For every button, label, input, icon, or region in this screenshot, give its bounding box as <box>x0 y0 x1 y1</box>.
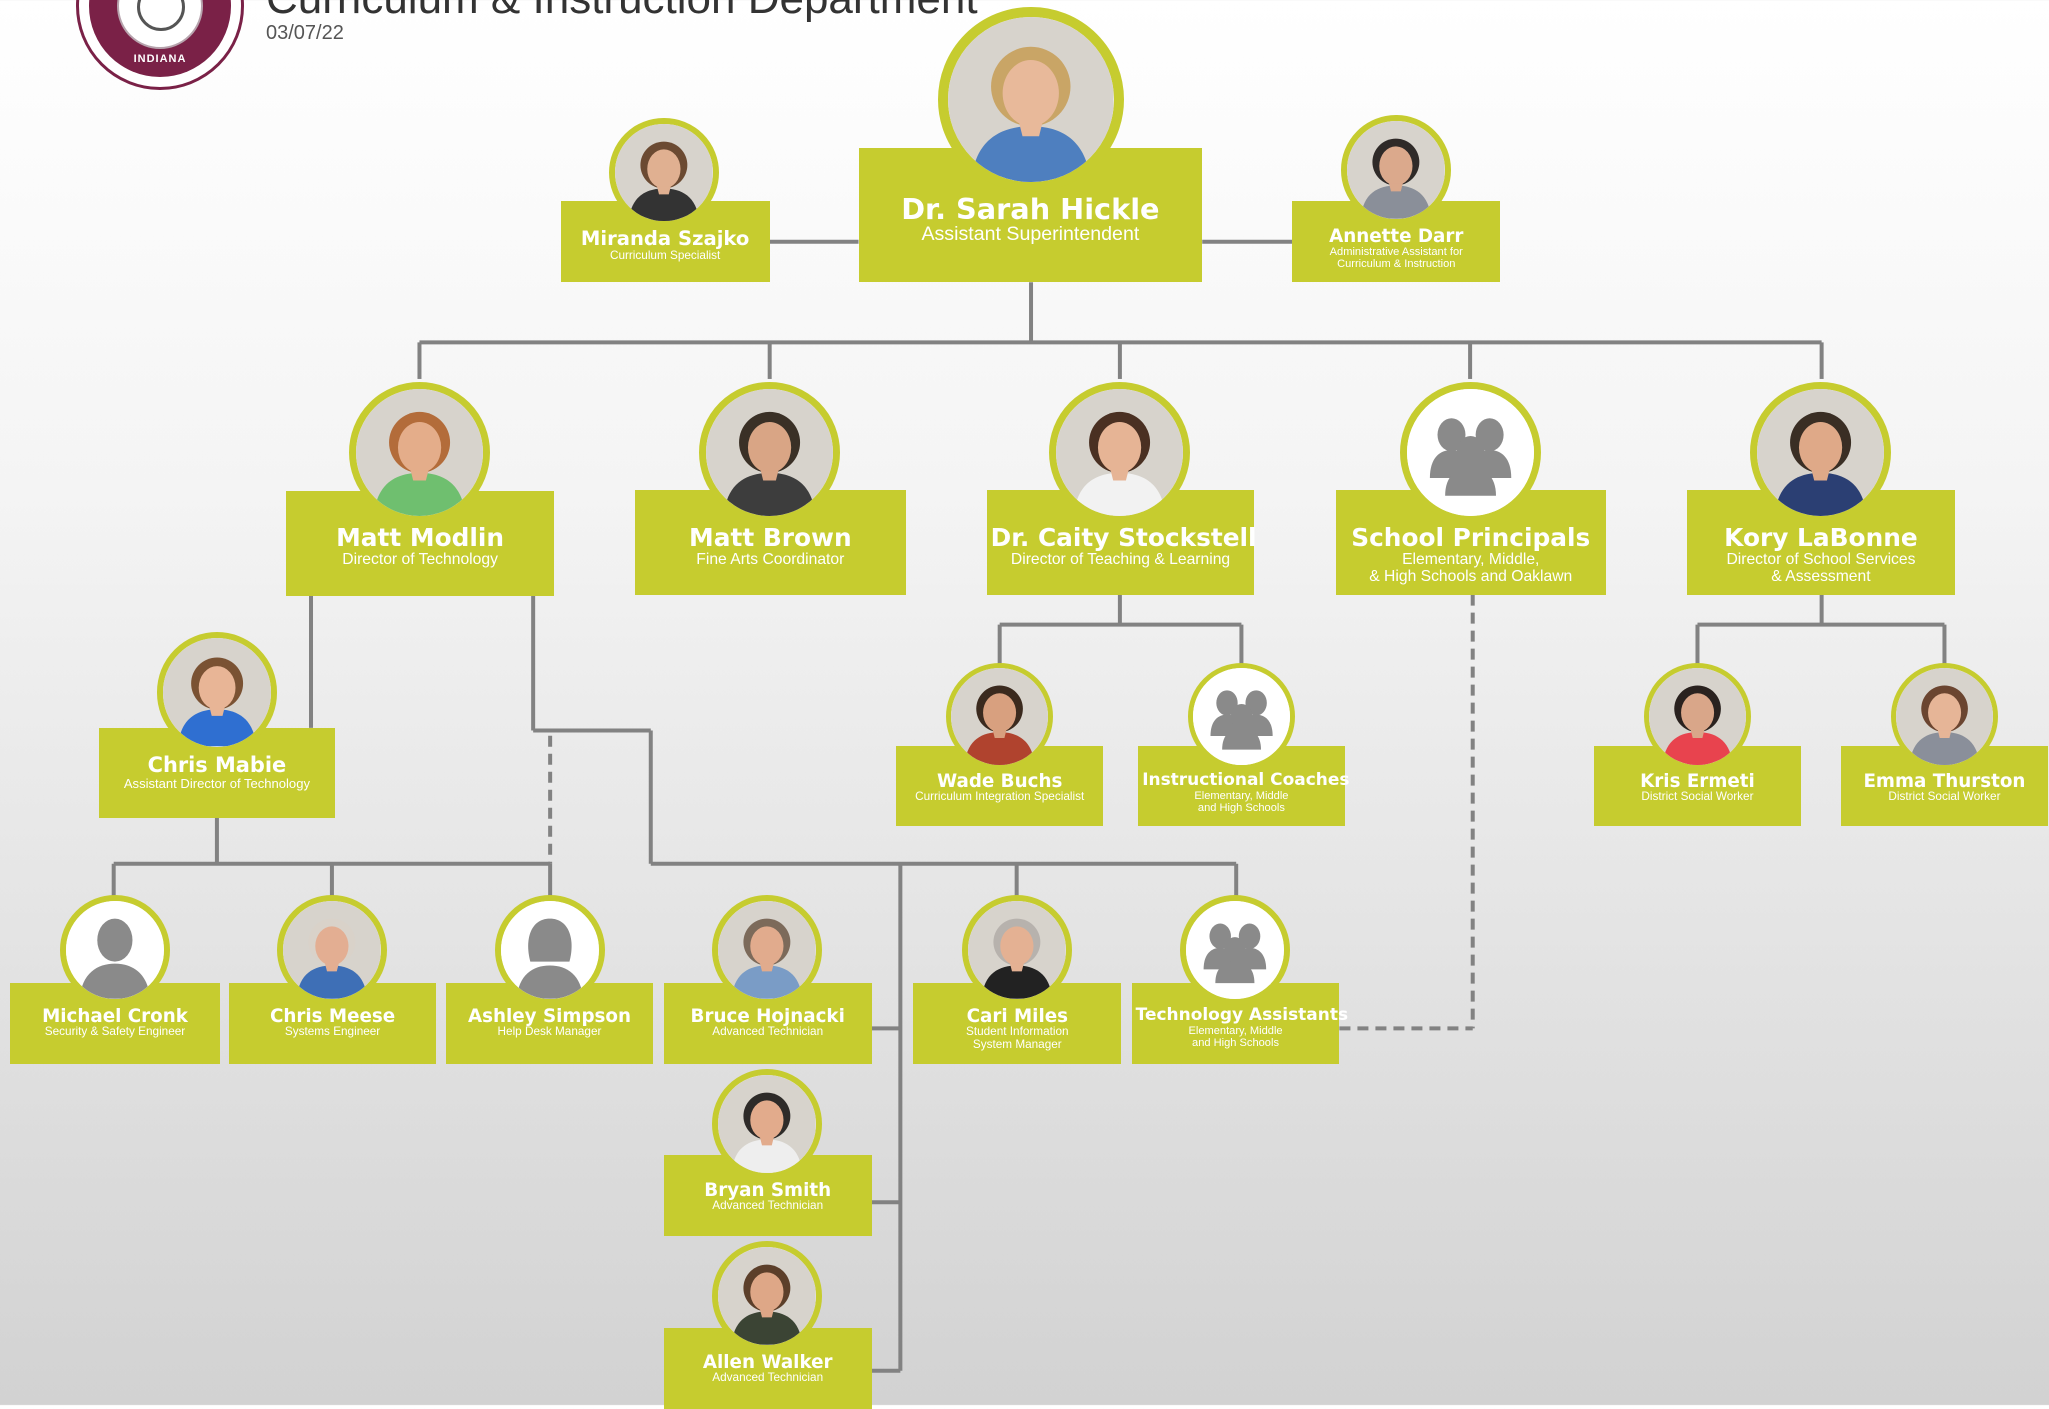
person-role: Security & Safety Engineer <box>44 1025 186 1039</box>
person-photo-icon <box>162 638 272 747</box>
profile-photo-meese <box>277 895 387 1005</box>
person-name: Michael Cronk <box>42 1005 188 1027</box>
person-name: Allen Walker <box>702 1352 833 1374</box>
person-name: Dr. Sarah Hickle <box>901 192 1160 227</box>
person-name: Matt Brown <box>689 522 852 552</box>
person-photo-icon <box>1756 388 1884 516</box>
profile-photo-thurston <box>1890 662 1999 770</box>
profile-photo-smith <box>712 1068 822 1179</box>
male-silhouette-icon <box>66 901 164 999</box>
person-name: Chris Meese <box>269 1005 396 1027</box>
person-name: Bruce Hojnacki <box>690 1005 845 1027</box>
person-name: Kris Ermeti <box>1640 770 1755 792</box>
department-title: Curriculum & Instruction Department <box>266 0 978 24</box>
person-photo-icon <box>1346 120 1445 219</box>
person-role: Fine Arts Coordinator <box>696 550 845 568</box>
person-role: Advanced Technician <box>712 1198 824 1212</box>
seal-state-text: INDIANA <box>133 53 187 65</box>
person-name: Matt Modlin <box>336 522 505 552</box>
profile-photo-buchs <box>946 662 1054 770</box>
profile-photo-principals <box>1399 381 1541 523</box>
person-photo-icon <box>948 16 1114 183</box>
person-photo-icon <box>1895 667 1994 765</box>
profile-photo-stockstell <box>1049 381 1191 523</box>
person-photo-icon <box>718 901 816 999</box>
person-role: Director of Teaching & Learning <box>1010 550 1231 568</box>
person-photo-icon <box>718 1247 816 1346</box>
group-silhouette-icon <box>1186 901 1284 999</box>
person-role: Assistant Superintendent <box>921 223 1140 246</box>
person-role: Elementary, Middle and High Schools <box>1194 789 1289 814</box>
person-photo-icon <box>951 667 1049 765</box>
person-photo-icon <box>718 1074 816 1173</box>
person-name: Wade Buchs <box>936 770 1063 792</box>
profile-photo-modlin <box>348 381 491 523</box>
profile-photo-hojnacki <box>712 895 822 1005</box>
profile-photo-walker <box>712 1241 822 1352</box>
person-name: School Principals <box>1351 522 1591 552</box>
person-role: Administrative Assistant for Curriculum … <box>1329 245 1463 271</box>
person-photo-icon <box>355 388 484 516</box>
profile-photo-miles <box>961 895 1072 1005</box>
person-role: Systems Engineer <box>284 1025 381 1039</box>
person-photo-icon <box>283 901 381 999</box>
person-photo-icon <box>706 388 834 516</box>
profile-photo-mabie <box>156 632 278 753</box>
person-role: Student Information System Manager <box>966 1025 1069 1052</box>
person-name: Technology Assistants <box>1135 1004 1349 1025</box>
person-name: Instructional Coaches <box>1142 769 1350 790</box>
person-name: Ashley Simpson <box>467 1005 631 1027</box>
profile-photo-cronk <box>60 895 170 1005</box>
profile-photo-simpson <box>495 895 606 1005</box>
person-role: Advanced Technician <box>712 1025 824 1039</box>
profile-photo-ermeti <box>1643 662 1752 770</box>
profile-photo-coaches <box>1187 662 1295 770</box>
chart-date: 03/07/22 <box>266 22 344 44</box>
profile-photo-labonne <box>1749 381 1891 523</box>
person-name: Emma Thurston <box>1863 770 2026 792</box>
person-name: Dr. Caity Stockstell <box>990 522 1257 552</box>
person-role: Curriculum Specialist <box>609 248 721 262</box>
person-role: Director of School Services & Assessment <box>1726 550 1916 585</box>
person-role: District Social Worker <box>1888 789 2001 803</box>
person-role: Curriculum Integration Specialist <box>915 789 1085 803</box>
female-silhouette-icon <box>501 901 600 999</box>
person-role: Director of Technology <box>342 550 498 568</box>
person-role: Elementary, Middle, & High Schools and O… <box>1369 550 1573 585</box>
person-photo-icon <box>967 901 1066 999</box>
person-name: Chris Mabie <box>147 752 287 777</box>
person-role: District Social Worker <box>1641 789 1754 803</box>
person-name: Kory LaBonne <box>1724 522 1918 552</box>
person-photo-icon <box>614 123 713 222</box>
person-photo-icon <box>1056 388 1184 516</box>
person-name: Bryan Smith <box>704 1179 832 1201</box>
profile-photo-szajko <box>608 117 719 228</box>
group-silhouette-icon <box>1192 667 1290 765</box>
school-seal-logo: INDIANA <box>76 0 244 90</box>
person-role: Elementary, Middle and High Schools <box>1188 1024 1283 1049</box>
person-name: Annette Darr <box>1329 225 1464 247</box>
group-silhouette-icon <box>1406 388 1534 516</box>
person-name: Cari Miles <box>966 1005 1068 1027</box>
profile-photo-techassist <box>1180 895 1290 1005</box>
person-role: Assistant Director of Technology <box>123 775 310 791</box>
profile-photo-darr <box>1340 114 1451 225</box>
person-role: Help Desk Manager <box>497 1025 602 1039</box>
person-photo-icon <box>1648 667 1747 765</box>
person-name: Miranda Szajko <box>580 227 750 251</box>
profile-photo-brown <box>699 381 841 523</box>
profile-photo-hickle <box>938 6 1124 193</box>
person-role: Advanced Technician <box>712 1371 824 1385</box>
